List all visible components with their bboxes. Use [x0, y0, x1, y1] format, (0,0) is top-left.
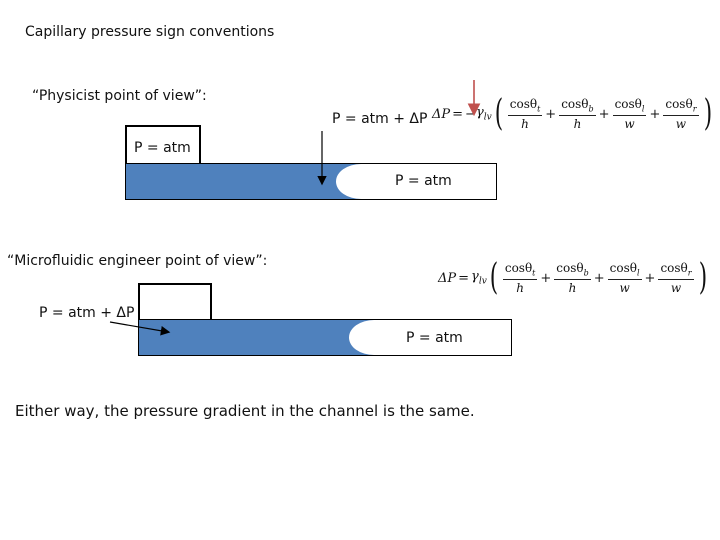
conclusion-text: Either way, the pressure gradient in the… — [15, 402, 475, 420]
engineer-channel — [138, 319, 512, 356]
page-title: Capillary pressure sign conventions — [25, 24, 275, 40]
physicist-right-label: P = atm — [395, 173, 452, 189]
physicist-meniscus — [336, 164, 386, 199]
physicist-left-label: P = atm — [134, 140, 191, 156]
physicist-channel — [125, 163, 497, 200]
eq-plus-3: + — [649, 106, 661, 122]
eq2-plus-1: + — [540, 270, 552, 286]
engineer-heading: “Microfluidic engineer point of view”: — [7, 253, 268, 269]
eq-gamma: γlv — [475, 105, 492, 123]
eq2-plus-2: + — [593, 270, 605, 286]
eq2-close-paren: ) — [698, 257, 707, 298]
engineer-meniscus — [349, 320, 399, 355]
eq2-open-paren: ( — [489, 257, 499, 298]
physicist-arrow-label: P = atm + ΔP — [332, 111, 428, 127]
eq-neg: − — [465, 106, 476, 122]
eq2-equals: = — [458, 270, 470, 286]
eq-plus-1: + — [545, 106, 557, 122]
eq2-lhs: ΔP — [438, 270, 457, 286]
eq-equals: = — [452, 106, 464, 122]
engineer-left-reservoir — [138, 283, 212, 321]
eq2-gamma: γlv — [471, 269, 487, 287]
eq2-plus-3: + — [644, 270, 656, 286]
eq-close-paren: ) — [703, 93, 712, 134]
engineer-left-label: P = atm + ΔP — [39, 305, 135, 321]
engineer-fluid — [139, 320, 379, 355]
physicist-heading: “Physicist point of view”: — [32, 88, 207, 104]
eq-lhs: ΔP — [432, 106, 451, 122]
eq-open-paren: ( — [494, 93, 503, 134]
physicist-left-reservoir — [125, 125, 201, 165]
physicist-fluid — [126, 164, 361, 199]
eq-plus-2: + — [598, 106, 610, 122]
engineer-right-label: P = atm — [406, 330, 463, 346]
